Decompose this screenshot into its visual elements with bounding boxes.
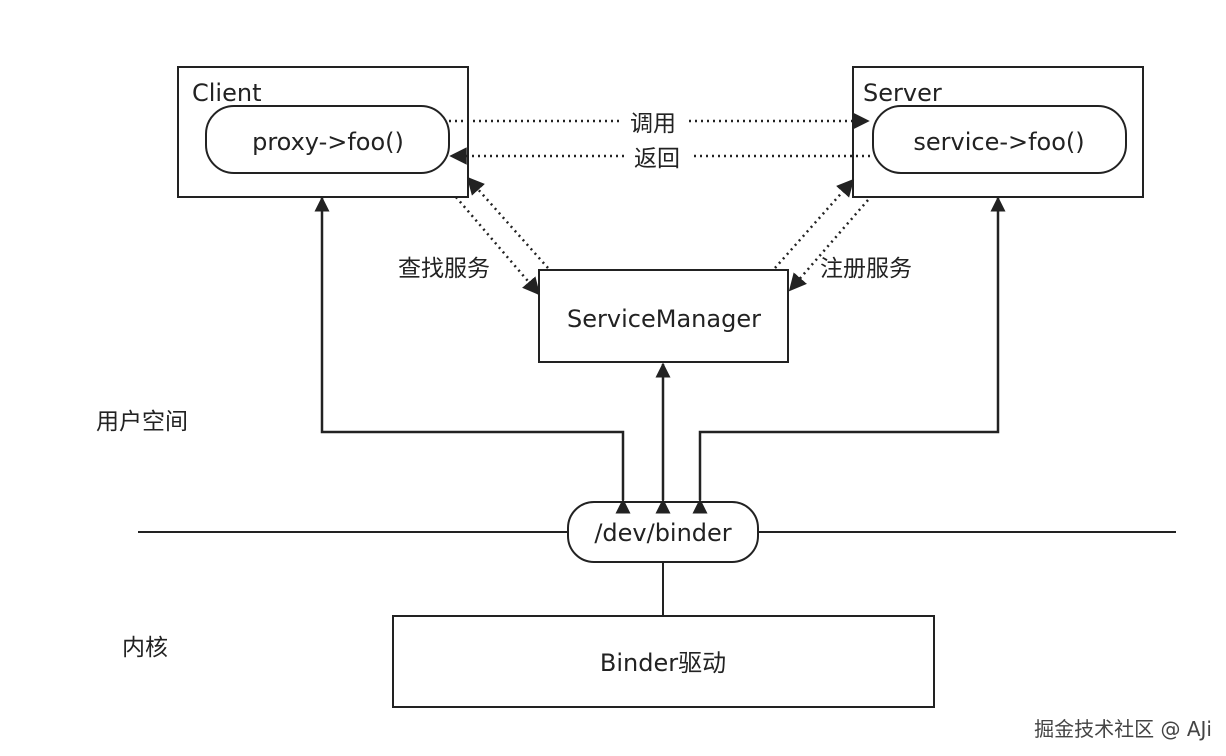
kernel-label: 内核 [122, 635, 168, 661]
register-arrow-up [774, 178, 855, 269]
invoke-label: 调用 [630, 111, 676, 137]
service-manager-label: ServiceManager [567, 305, 761, 333]
register-service-label: 注册服务 [820, 256, 912, 282]
server-call-label: service->foo() [913, 128, 1084, 156]
server-title: Server [863, 79, 942, 107]
return-label: 返回 [634, 146, 680, 172]
lookup-service-label: 查找服务 [398, 256, 490, 282]
client-title: Client [192, 79, 261, 107]
binder-driver-label: Binder驱动 [600, 649, 726, 677]
client-binder-connector [314, 196, 631, 514]
server-binder-connector [692, 196, 1006, 514]
client-call-label: proxy->foo() [252, 128, 404, 156]
dev-binder-label: /dev/binder [594, 519, 731, 547]
lookup-arrow-up [466, 176, 549, 269]
watermark: 掘金技术社区 @ AJi [1034, 717, 1212, 741]
server-service-node [872, 105, 1127, 174]
user-space-label: 用户空间 [96, 409, 188, 435]
client-proxy-node [205, 105, 450, 174]
binder-driver-box [392, 615, 935, 708]
